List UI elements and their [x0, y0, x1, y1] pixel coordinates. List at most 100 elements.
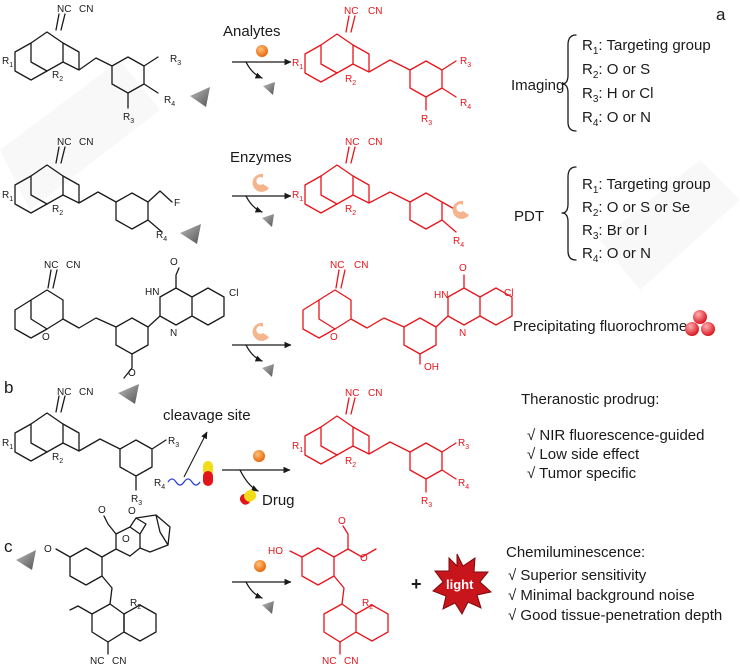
svg-text:R2: R2 [345, 456, 356, 469]
atom-r3-top: R3 [170, 54, 181, 67]
product-pdt: NC CN R1 R2 R4 [292, 137, 469, 249]
svg-text:CN: CN [368, 6, 382, 17]
svg-text:NC: NC [57, 137, 71, 148]
svg-text:R3: R3 [421, 114, 432, 127]
atom-cn: CN [79, 4, 93, 15]
svg-text:R2: R2 [345, 74, 356, 87]
svg-text:O: O [98, 505, 106, 516]
probe-imaging-reactant: NC CN R1 R2 R3 R4 R3 [2, 4, 210, 125]
released-quencher-icon [263, 82, 275, 95]
panel-label-a: a [716, 5, 726, 24]
cleavage-site-label: cleavage site [163, 407, 251, 424]
svg-text:R2: R2 [362, 598, 373, 611]
theranostic-item: √ NIR fluorescence-guided [527, 427, 705, 444]
atom-r3-bottom: R3 [123, 112, 134, 125]
product-imaging: NC CN R1 R2 R3 R4 R3 [292, 6, 471, 127]
theranostic-title: Theranostic prodrug: [521, 391, 659, 408]
pdt-item: R2: O or S or Se [582, 199, 690, 219]
pdt-item: R3: Br or I [582, 222, 648, 242]
chemiluminescent-probe: O O O O R2 NC CN [16, 505, 171, 667]
atom-nc: NC [57, 4, 71, 15]
svg-text:CN: CN [79, 137, 93, 148]
quencher-cone-icon [180, 224, 201, 244]
probe-pdt-reactant: NC CN R1 R2 F R4 [2, 137, 201, 244]
svg-text:R1: R1 [2, 438, 13, 451]
svg-text:O: O [122, 534, 130, 545]
svg-text:O: O [128, 368, 136, 379]
svg-text:CN: CN [368, 388, 382, 399]
pdt-brace [561, 166, 577, 261]
svg-text:CN: CN [79, 387, 93, 398]
bound-enzyme-icon [452, 200, 469, 219]
analyte-ball-icon [256, 45, 268, 57]
svg-text:R2: R2 [130, 598, 141, 611]
svg-text:CN: CN [344, 656, 358, 667]
svg-text:R3: R3 [458, 438, 469, 451]
chemi-item: √ Good tissue-penetration depth [508, 607, 722, 624]
imaging-item: R1: Targeting group [582, 37, 711, 57]
svg-text:R4: R4 [460, 98, 471, 111]
released-quencher-icon [262, 214, 274, 227]
panel-label-b: b [4, 378, 13, 397]
svg-text:CN: CN [368, 137, 382, 148]
svg-text:HO: HO [268, 546, 283, 557]
pdt-item: R1: Targeting group [582, 176, 711, 196]
svg-text:O: O [330, 332, 338, 343]
imaging-item: R3: H or Cl [582, 85, 653, 105]
svg-text:OH: OH [424, 362, 439, 373]
quencher-cone-icon [190, 87, 210, 107]
imaging-item: R2: O or S [582, 61, 650, 81]
svg-text:R4: R4 [156, 230, 167, 243]
reagent-analytes: Analytes [223, 23, 281, 40]
svg-text:HN: HN [145, 287, 159, 298]
svg-text:R1: R1 [292, 58, 303, 71]
precipitating-label: Precipitating fluorochrome [513, 318, 687, 335]
release-arrow-3 [245, 344, 263, 362]
release-arrow-b [239, 469, 259, 492]
svg-text:R2: R2 [52, 204, 63, 217]
chemi-title: Chemiluminescence: [506, 544, 645, 561]
pdt-item: R4: O or N [582, 245, 651, 265]
theranostic-item: √ Tumor specific [527, 465, 637, 482]
svg-text:NC: NC [322, 656, 336, 667]
svg-text:R1: R1 [2, 190, 13, 203]
svg-text:Cl: Cl [229, 288, 238, 299]
drug-label: Drug [262, 492, 295, 509]
release-arrow-2 [245, 195, 263, 213]
analyte-ball-icon [253, 450, 265, 462]
svg-text:HN: HN [434, 290, 448, 301]
cleavable-linker [167, 478, 201, 486]
chemi-list: √ Superior sensitivity √ Minimal backgrou… [508, 567, 722, 624]
quencher-cone-icon [118, 384, 139, 404]
svg-text:CN: CN [66, 260, 80, 271]
atom-r1: R1 [2, 56, 13, 69]
analyte-ball-icon [254, 560, 266, 572]
svg-text:O: O [170, 257, 178, 268]
svg-text:R3: R3 [131, 494, 142, 507]
svg-text:O: O [128, 506, 136, 517]
svg-text:R4: R4 [154, 478, 165, 491]
chemi-item: √ Minimal background noise [508, 587, 695, 604]
light-burst-icon: light [432, 553, 493, 616]
watermark [0, 60, 740, 290]
product-precipitating: NC CN O O HN N Cl OH [302, 260, 513, 373]
svg-text:N: N [459, 328, 466, 339]
svg-text:NC: NC [345, 137, 359, 148]
svg-text:O: O [44, 544, 52, 555]
probe-precipitating-reactant: NC CN O O HN N Cl O [14, 257, 238, 404]
svg-text:R3: R3 [168, 436, 179, 449]
plus-sign: + [411, 574, 422, 594]
svg-text:R2: R2 [52, 452, 63, 465]
svg-text:NC: NC [345, 388, 359, 399]
svg-text:Cl: Cl [504, 288, 513, 299]
svg-text:NC: NC [344, 6, 358, 17]
imaging-brace [561, 34, 577, 132]
chemi-item: √ Superior sensitivity [508, 567, 647, 584]
atom-f: F [174, 198, 180, 209]
svg-text:NC: NC [90, 656, 104, 667]
svg-text:R4: R4 [458, 478, 469, 491]
cleavage-pointer-arrow [183, 431, 208, 478]
precipitate-cluster-icon [685, 310, 715, 336]
released-quencher-icon [262, 601, 274, 614]
